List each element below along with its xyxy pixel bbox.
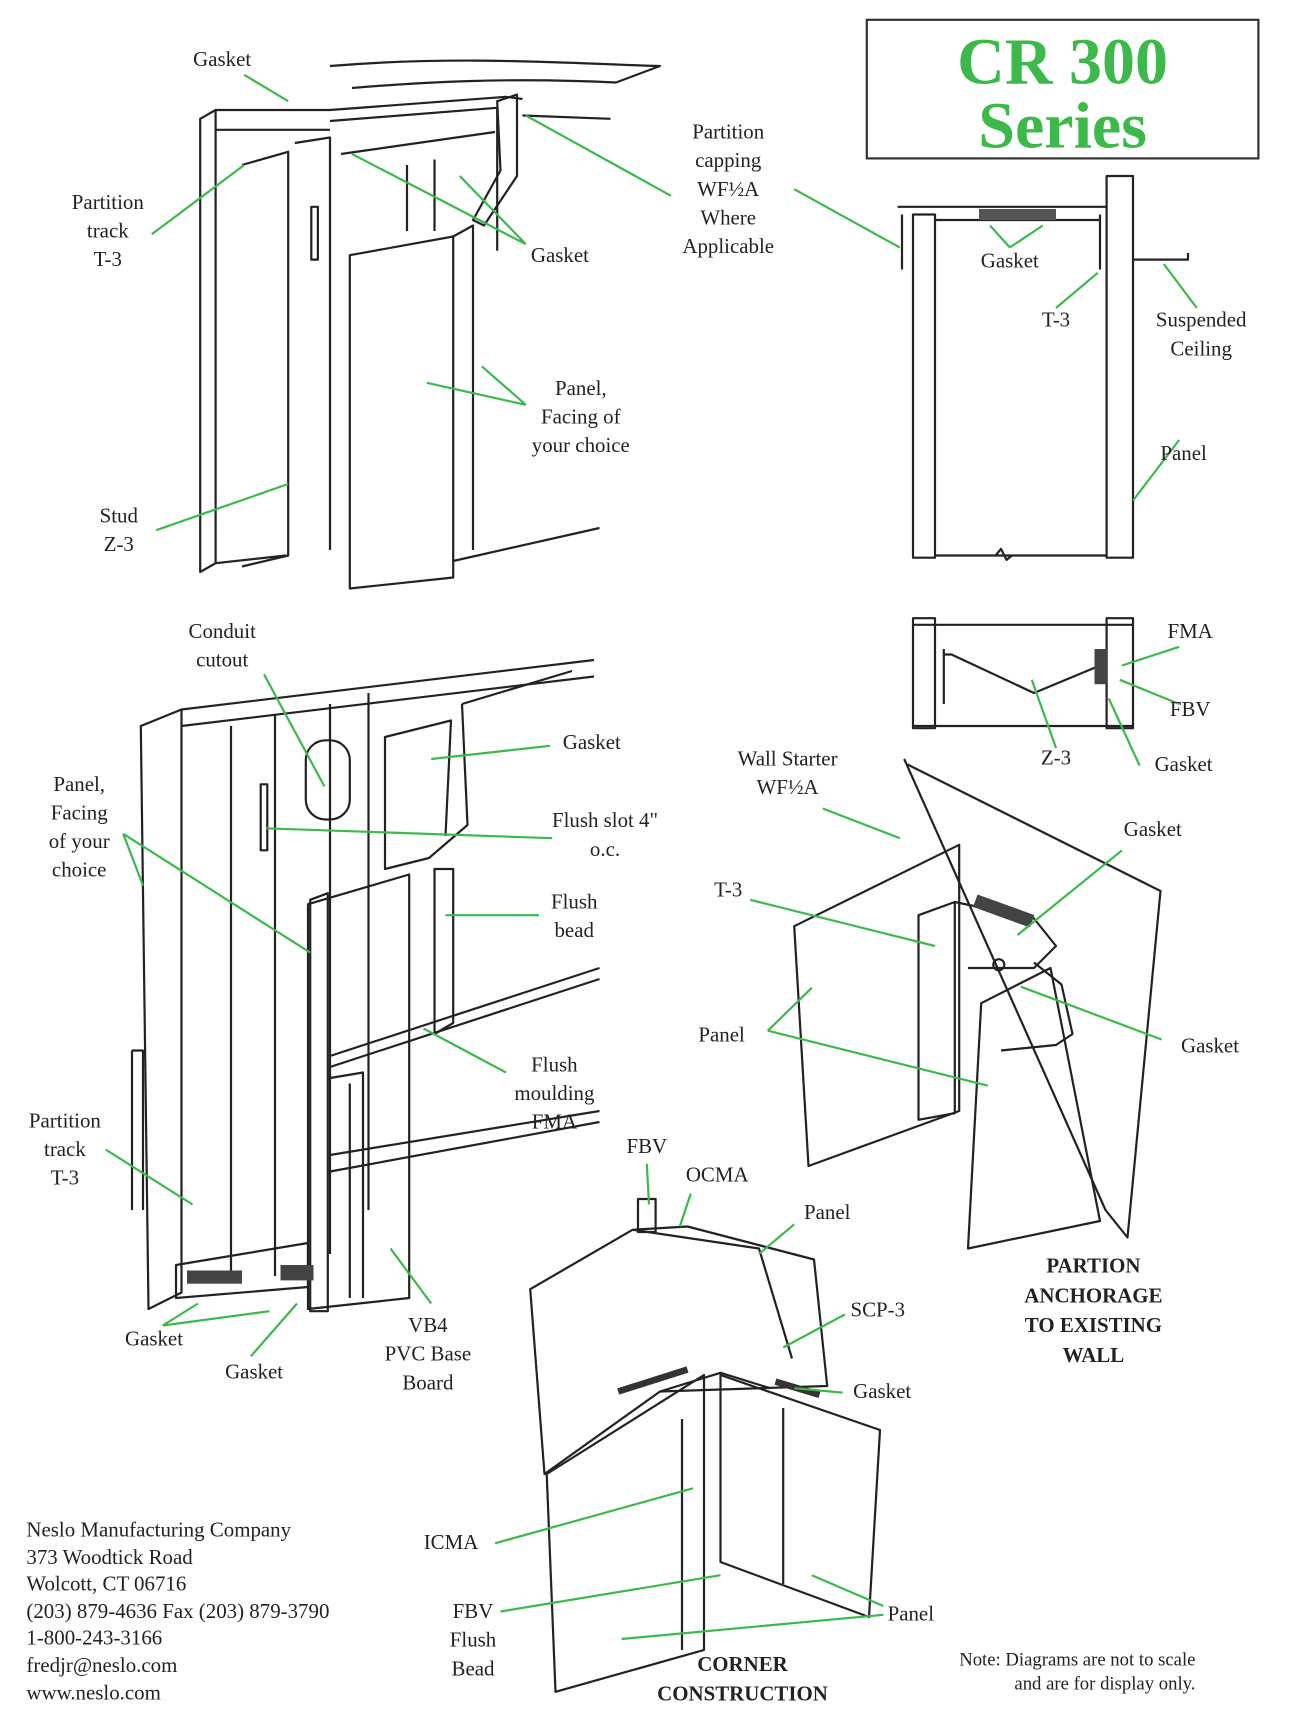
- label-fbv-corner: FBV: [626, 1135, 668, 1159]
- label-gasket-anchor-top: Gasket: [1123, 818, 1182, 842]
- label-partition-track-lower: Partition track T-3: [28, 1109, 101, 1191]
- label-panel-facing-top: Panel, Facing of your choice: [531, 377, 630, 458]
- label-gasket-top: Gasket: [193, 48, 252, 72]
- label-gasket-section: Gasket: [980, 249, 1039, 273]
- caption-anchorage: PARTION ANCHORAGE TO EXISTING WALL: [1024, 1255, 1163, 1368]
- label-conduit-cutout: Conduit cutout: [188, 620, 256, 673]
- label-panel-corner-bottom: Panel: [887, 1602, 935, 1626]
- partition-assembly-drawing: [199, 59, 662, 590]
- label-gasket-section-bottom: Gasket: [1154, 753, 1213, 777]
- label-gasket-corner: Gasket: [853, 1380, 912, 1404]
- label-panel-anchor: Panel: [698, 1024, 745, 1048]
- label-panel-section: Panel: [1160, 442, 1207, 466]
- scale-note: Note: Diagrams are not to scale and are …: [959, 1648, 1196, 1694]
- label-fbv-section: FBV: [1169, 698, 1211, 722]
- corner-drawing: [529, 1197, 882, 1693]
- label-flush-bead: Flush bead: [550, 891, 598, 943]
- label-gasket-mid: Gasket: [530, 244, 589, 268]
- label-flush-slot: Flush slot 4" o.c.: [551, 809, 659, 862]
- label-scp3: SCP-3: [850, 1299, 906, 1323]
- title-line-1: CR 300: [957, 25, 1169, 98]
- label-stud: Stud Z-3: [99, 504, 138, 557]
- ceiling-section-drawing: [897, 174, 1190, 562]
- label-z3-section: Z-3: [1040, 746, 1072, 770]
- title-box: CR 300 Series: [865, 18, 1260, 162]
- floor-section-drawing: [911, 617, 1135, 730]
- label-partition-capping: Partition capping WF½A Where Applicable: [682, 121, 775, 259]
- company-address: Neslo Manufacturing Company 373 Woodtick…: [26, 1519, 330, 1705]
- label-gasket-anchor: Gasket: [1180, 1035, 1240, 1059]
- caption-corner: CORNER CONSTRUCTION: [657, 1653, 828, 1707]
- label-partition-track-top: Partition track T-3: [71, 191, 144, 272]
- label-wall-starter: Wall Starter WF½A: [737, 748, 838, 800]
- label-gasket-base-2: Gasket: [225, 1360, 284, 1384]
- label-ocma: OCMA: [685, 1163, 749, 1187]
- label-vb4: VB4 PVC Base Board: [384, 1314, 472, 1395]
- label-fbv-flush-bead: FBV Flush Bead: [449, 1600, 497, 1681]
- label-suspended-ceiling: Suspended Ceiling: [1155, 309, 1247, 361]
- label-panel-corner-top: Panel: [803, 1201, 851, 1225]
- anchorage-drawing: [793, 758, 1162, 1250]
- label-t3-section: T-3: [1041, 309, 1071, 333]
- label-icma: ICMA: [423, 1531, 479, 1555]
- label-flush-moulding: Flush moulding FMA: [514, 1053, 595, 1135]
- label-panel-facing-lower: Panel, Facing of your choice: [48, 773, 110, 883]
- leader-lines: [105, 73, 1198, 1641]
- label-t3-anchor: T-3: [714, 878, 743, 902]
- label-fma-section: FMA: [1167, 620, 1213, 644]
- panel-assembly-drawing: [130, 658, 600, 1313]
- title-line-2: Series: [978, 89, 1147, 162]
- label-gasket-base-1: Gasket: [124, 1327, 184, 1351]
- label-gasket-lower: Gasket: [562, 731, 621, 755]
